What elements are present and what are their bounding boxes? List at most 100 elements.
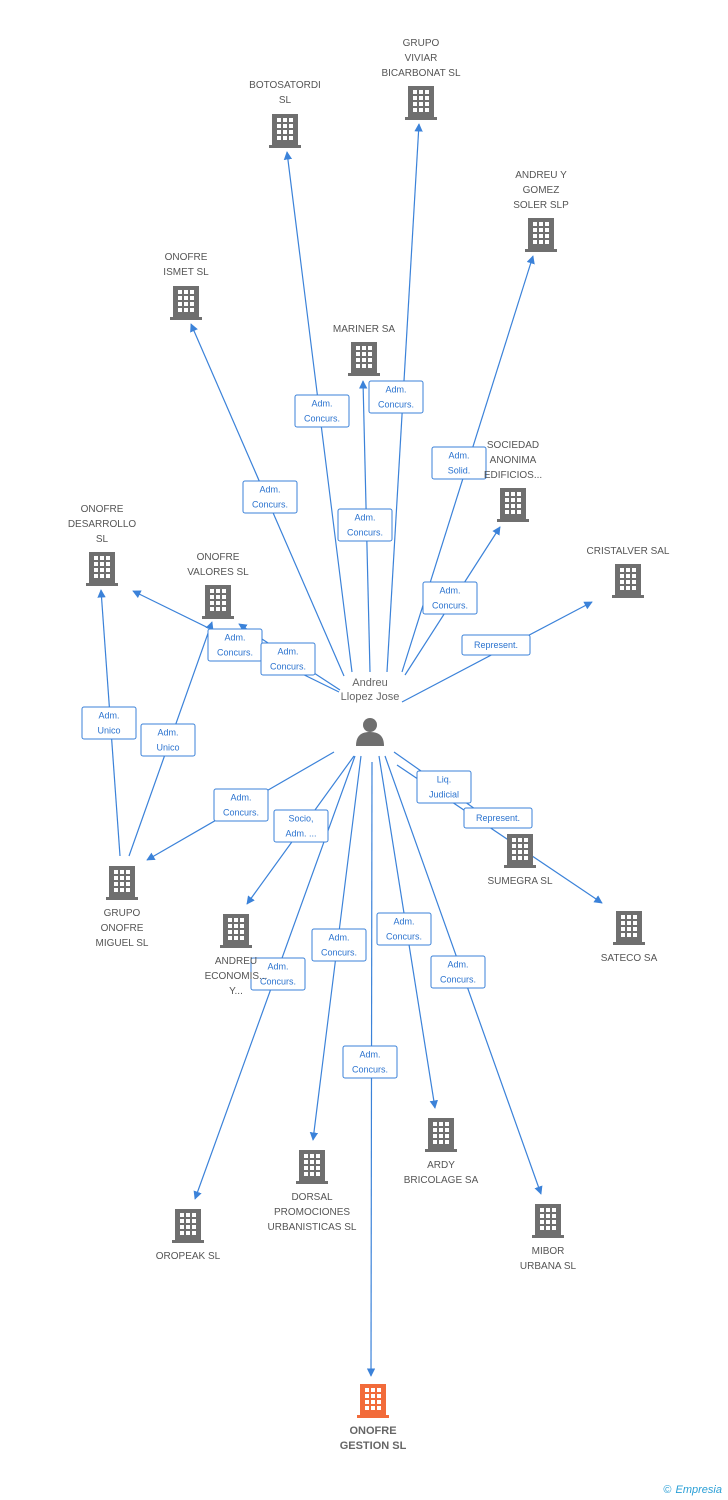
edge-label-sumegra[interactable]: Liq.Judicial — [416, 770, 472, 804]
empresia-logo: Empresia — [675, 1484, 722, 1496]
edge-label-text: Adm. — [439, 586, 460, 596]
edge-label-text: Adm. — [277, 647, 298, 657]
building-icon — [106, 866, 138, 900]
edge-label-text: Adm. — [359, 1050, 380, 1060]
edge-label-box — [273, 809, 329, 843]
company-name: BOTOSATORDI — [249, 80, 321, 91]
edge-label-box — [463, 807, 533, 829]
edge-label-onofre-gestion[interactable]: Adm. Concurs. — [342, 1045, 398, 1079]
company-node-andreu-economis[interactable]: ANDREUECONOMIS...Y... — [205, 914, 268, 997]
edge-label-dorsal[interactable]: Adm.Concurs. — [311, 928, 367, 962]
company-name: ANDREU — [215, 956, 257, 967]
edge-label-box — [311, 928, 367, 962]
edge-label-sateco[interactable]: Represent. — [463, 807, 533, 829]
edge-label-ardy[interactable]: Adm.Concurs. — [376, 912, 432, 946]
edge-label-mariner[interactable]: Adm.Concurs. — [337, 508, 393, 542]
edge-label-cristalver[interactable]: Represent. — [461, 634, 531, 656]
company-name: ONOFRE — [349, 1425, 396, 1437]
company-name: SUMEGRA SL — [487, 876, 552, 887]
company-name: SL — [96, 534, 109, 545]
edge-label-text: Concurs. — [321, 948, 357, 958]
edge-label-onofre-ismet[interactable]: Adm.Concurs. — [242, 480, 298, 514]
edge-label-text: Concurs. — [352, 1065, 388, 1075]
edge-label-grupo-onofre-miguel-to-onofre-desarrollo[interactable]: Adm.Unico — [81, 706, 137, 740]
edge-label-onofre-desarrollo[interactable]: Adm.Concurs. — [207, 628, 263, 662]
edge-label-botosatordi[interactable]: Adm.Concurs. — [294, 394, 350, 428]
company-node-cristalver[interactable]: CRISTALVER SAL — [587, 546, 670, 598]
edge-label-sociedad-anonima[interactable]: Adm.Concurs. — [422, 581, 478, 615]
building-icon — [86, 552, 118, 586]
edge-label-andreu-economis[interactable]: Socio,Adm. ... — [273, 809, 329, 843]
edge-label-box — [242, 480, 298, 514]
company-node-sumegra[interactable]: SUMEGRA SL — [487, 834, 553, 887]
edge-label-andreu-gomez[interactable]: Adm.Solid. — [431, 446, 487, 480]
company-name: ECONOMIS... — [205, 971, 268, 982]
company-name: VALORES SL — [187, 567, 249, 578]
edge-label-text: Adm. — [385, 385, 406, 395]
company-name: GRUPO — [403, 38, 440, 49]
edge-label-box — [430, 955, 486, 989]
company-node-grupo-viviar[interactable]: GRUPO VIVIAR BICARBONAT SL — [381, 38, 461, 120]
company-name: ONOFRE — [165, 252, 208, 263]
company-name: MIBOR — [532, 1246, 565, 1257]
edge-label-mibor[interactable]: Adm.Concurs. — [430, 955, 486, 989]
edge-label-box — [213, 788, 269, 822]
company-name: VIVIAR — [405, 53, 438, 64]
edge-label-text: Adm. — [354, 513, 375, 523]
edge-label-text: Unico — [156, 743, 179, 753]
edge-label-grupo-onofre-miguel[interactable]: Adm.Concurs. — [213, 788, 269, 822]
company-name: BRICOLAGE SA — [404, 1175, 479, 1186]
edge-label-box — [342, 1045, 398, 1079]
edge-label-text: Solid. — [448, 466, 471, 476]
company-name: EDIFICIOS... — [484, 470, 542, 481]
edge-label-grupo-onofre-miguel-to-onofre-valores[interactable]: Adm.Unico — [140, 723, 196, 757]
company-node-sateco[interactable]: SATECO SA — [601, 911, 658, 964]
building-icon — [357, 1384, 389, 1418]
edge-label-text: Adm. — [311, 399, 332, 409]
edge-label-text: Unico — [97, 726, 120, 736]
company-name: SOLER SLP — [513, 200, 569, 211]
edge-labels-layer: Adm.Concurs.Adm.Concurs.Adm.Solid.Adm.Co… — [81, 380, 533, 1079]
company-name: BICARBONAT SL — [381, 68, 461, 79]
edge-label-box — [368, 380, 424, 414]
company-name: OROPEAK SL — [156, 1251, 221, 1262]
company-name: GOMEZ — [523, 185, 560, 196]
edge-label-text: Concurs. — [260, 977, 296, 987]
edge-label-text: Concurs. — [223, 808, 259, 818]
company-node-oropeak[interactable]: OROPEAK SL — [156, 1209, 221, 1262]
person-name: Andreu — [352, 677, 387, 689]
edge-label-box — [250, 957, 306, 991]
edge-label-box — [294, 394, 350, 428]
edge-label-onofre-valores[interactable]: Adm. Concurs. — [260, 642, 316, 676]
company-name: SOCIEDAD — [487, 440, 539, 451]
company-name: MIGUEL SL — [96, 938, 149, 949]
edge-label-grupo-viviar[interactable]: Adm. Concurs. — [368, 380, 424, 414]
company-name: DESARROLLO — [68, 519, 137, 530]
edge-label-oropeak[interactable]: Adm.Concurs. — [250, 957, 306, 991]
edge-label-text: Concurs. — [386, 932, 422, 942]
edge-label-text: Adm. — [224, 633, 245, 643]
building-icon — [497, 488, 529, 522]
company-node-sociedad-anonima[interactable]: SOCIEDAD ANONIMA EDIFICIOS... — [484, 440, 542, 522]
edge-label-text: Concurs. — [270, 662, 306, 672]
building-icon — [269, 114, 301, 148]
edge-label-text: Concurs. — [378, 400, 414, 410]
edge-label-text: Adm. — [447, 960, 468, 970]
footer-brand[interactable]: ©Empresia — [663, 1484, 722, 1496]
company-name: PROMOCIONES — [274, 1207, 350, 1218]
edge-label-text: Represent. — [474, 640, 518, 650]
company-name: ANONIMA — [490, 455, 537, 466]
company-name: MARINER SA — [333, 324, 396, 335]
company-node-mariner[interactable]: MARINER SA — [333, 324, 396, 376]
